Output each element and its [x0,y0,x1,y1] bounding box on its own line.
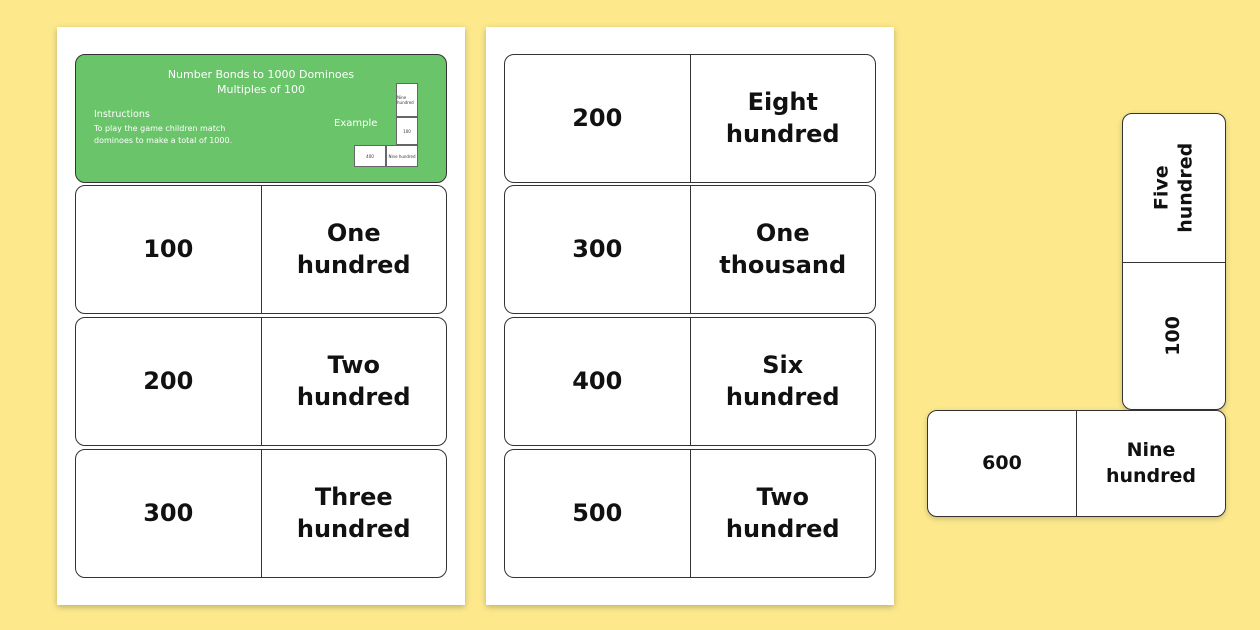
domino-word: hundred [296,382,411,411]
domino-word: hundred [296,514,411,543]
domino-word: hundred [1105,464,1197,487]
example-mini-domino-right: Nine hundred [386,145,418,167]
domino-word: thousand [719,250,847,279]
example-mini-domino-left: 400 [354,145,386,167]
domino-word: hundred [725,119,840,148]
worksheet-title: Number Bonds to 1000 Dominoes Multiples … [76,67,446,98]
example-label: Example [334,118,378,129]
domino-word: One [755,218,810,247]
domino-word: hundred [725,514,840,543]
domino-number-text: 100 [1162,316,1185,356]
domino-words: Eight hundred [691,55,876,182]
worksheet-right: 200 Eight hundred 300 One thousand 400 Six… [486,27,894,605]
domino-words: Six hundred [691,318,876,445]
domino-word: Nine [1126,439,1176,462]
domino-card: 500 Two hundred [504,449,876,578]
domino-word: Three [314,482,393,511]
domino-number: 300 [76,450,262,577]
example-mini-domino-top: Nine hundred [396,83,418,117]
domino-word: Eight [747,87,818,116]
domino-number: 100 [1123,262,1225,409]
example-mini-top-text: Nine hundred [397,95,414,105]
domino-number: 300 [505,186,691,313]
domino-words: Two hundred [262,318,447,445]
domino-word: Six [762,350,804,379]
domino-number: 400 [505,318,691,445]
example-mini-mid-text: 100 [403,128,411,134]
domino-number: 500 [505,450,691,577]
domino-word: Two [327,350,380,379]
domino-words: One thousand [691,186,876,313]
domino-card: 400 Six hundred [504,317,876,446]
example-mini-domino-mid: 100 [396,117,418,145]
instructions-text: To play the game children match dominoes… [94,124,233,145]
domino-word: Five [1150,165,1173,211]
domino-word: Two [756,482,809,511]
example-mini-right-text: Nine hundred [388,153,416,159]
worksheet-left: Number Bonds to 1000 Dominoes Multiples … [57,27,465,605]
worksheet-header: Number Bonds to 1000 Dominoes Multiples … [75,54,447,183]
domino-card: 200 Eight hundred [504,54,876,183]
instructions-title: Instructions [94,109,150,120]
example-mini-left-text: 400 [366,153,374,159]
domino-word: One [326,218,381,247]
domino-number: 200 [505,55,691,182]
domino-card: 300 Three hundred [75,449,447,578]
domino-card: 300 One thousand [504,185,876,314]
domino-word: hundred [725,382,840,411]
domino-number: 200 [76,318,262,445]
domino-number: 600 [928,411,1077,516]
domino-card: 200 Two hundred [75,317,447,446]
title-line-2: Multiples of 100 [216,83,306,97]
domino-words: Two hundred [691,450,876,577]
domino-words: Three hundred [262,450,447,577]
domino-card: 100 One hundred [75,185,447,314]
title-line-1: Number Bonds to 1000 Dominoes [167,68,355,81]
domino-word: hundred [296,250,411,279]
domino-number: 100 [76,186,262,313]
domino-word: hundred [1173,142,1196,234]
domino-words: One hundred [262,186,447,313]
